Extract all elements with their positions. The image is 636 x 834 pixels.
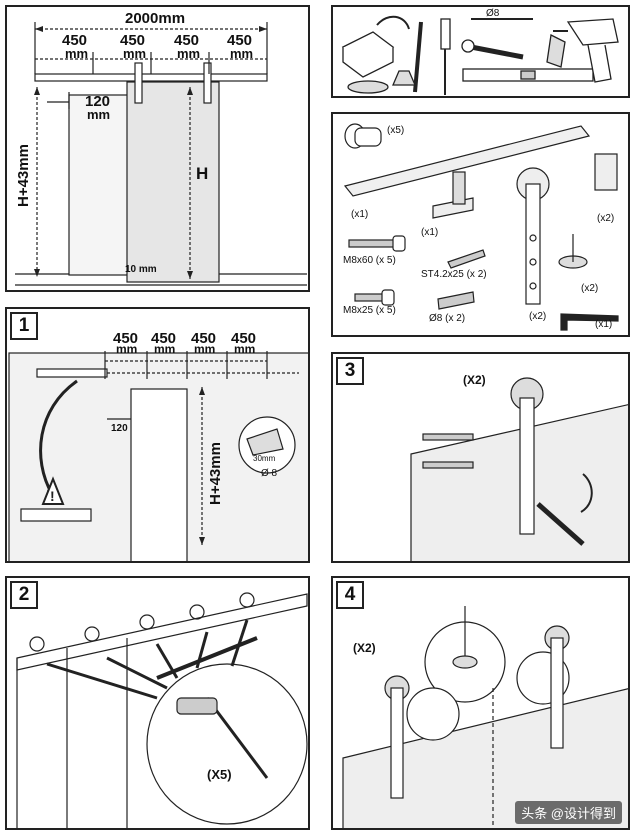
step1-unit-4: mm [234, 342, 256, 356]
parts-drawing [343, 123, 619, 331]
spacing-label-4: 450 [227, 32, 253, 49]
screw-st-label: ST4.2x25 (x 2) [421, 269, 487, 280]
step1-offset: 120 [111, 423, 128, 434]
step1-unit-2: mm [154, 342, 176, 356]
spacing-unit-2: mm [123, 46, 147, 61]
step1-drill: Ø 8 [261, 468, 278, 479]
parts-panel: (x5) (x1) (x1) (x2) M8x60 (x 5) ST4.2x25… [331, 112, 630, 337]
spacing-label-2: 450 [120, 32, 146, 49]
wrench-tool [536, 502, 585, 546]
allen-key-icon [560, 313, 619, 331]
step-3-number: 3 [336, 357, 364, 385]
step1-spacing-2: 450 [151, 330, 177, 347]
pencil-icon [413, 21, 423, 93]
step-3-panel: 3 (X2) [331, 352, 630, 563]
step4-qty: (X2) [353, 641, 376, 655]
spacing-label-3: 450 [174, 32, 200, 49]
step-3-drawing [410, 377, 628, 561]
anchor-icon [437, 291, 475, 310]
step-4-drawing [342, 606, 628, 828]
key-qty: (x1) [595, 319, 613, 330]
cup-icon [392, 70, 416, 86]
total-width-label: 2000mm [125, 10, 186, 27]
offset-unit-label: mm [87, 107, 111, 122]
bolt-lower [422, 461, 474, 469]
step-1-number: 1 [10, 312, 38, 340]
step1-spacing-1: 450 [113, 330, 139, 347]
step1-spacing-3: 450 [191, 330, 217, 347]
spacing-label-1: 450 [62, 32, 88, 49]
drill-icon [566, 18, 619, 46]
bolt-m8x25-label: M8x25 (x 5) [343, 305, 396, 316]
spacing-unit-1: mm [65, 46, 89, 61]
step1-depth: 30mm [253, 454, 276, 463]
spacing-unit-4: mm [230, 46, 254, 61]
step-4-number: 4 [336, 581, 364, 609]
tools-panel: Ø8 [331, 5, 630, 98]
stop-block-icon [594, 153, 618, 191]
step-2-number: 2 [10, 581, 38, 609]
wrench-icon [470, 44, 524, 60]
step-1-panel: 1 [5, 307, 310, 563]
screwdriver-icon [440, 18, 451, 50]
height-label: H [196, 164, 209, 183]
hanger-qty: (x2) [529, 311, 547, 322]
rail-perspective [16, 593, 308, 671]
overview-drawing [15, 22, 307, 286]
bumper-qty: (x5) [387, 125, 405, 136]
watermark: 头条 @设计得到 [515, 801, 622, 824]
anchor-label: Ø8 (x 2) [429, 313, 466, 324]
step3-qty: (X2) [463, 373, 486, 387]
detail-circle [146, 663, 308, 825]
step-2-panel: 2 (X5) [5, 576, 310, 830]
spacing-unit-3: mm [177, 46, 201, 61]
step1-unit-3: mm [194, 342, 216, 356]
screw-icon [447, 249, 486, 269]
hanger-strap [519, 397, 535, 535]
guide-qty: (x1) [421, 227, 439, 238]
step1-unit-1: mm [116, 342, 138, 356]
glove-icon [546, 34, 566, 68]
bolt-m8x25-icon [354, 293, 384, 302]
step-2-drawing [16, 592, 308, 828]
tape-icon [347, 80, 389, 94]
bolt-upper [422, 433, 474, 441]
bolt-m8x60-icon [348, 239, 395, 248]
rail-icon [343, 125, 591, 197]
rail-drawing [36, 368, 108, 378]
overview-panel: 2000mm 450 450 450 450 mm mm mm mm 120 m… [5, 5, 310, 292]
stop-qty: (x2) [597, 213, 615, 224]
step-1-drawing: ! [8, 351, 308, 561]
svg-text:!: ! [50, 488, 55, 504]
step1-height: H+43mm [207, 442, 224, 505]
height-plus-label: H+43mm [15, 144, 32, 207]
drill-size-label: Ø8 [486, 8, 500, 19]
rail-qty: (x1) [351, 209, 369, 220]
tools-drawing [341, 15, 619, 95]
step-4-panel: 4 (X2) 头条 @设计得到 [331, 576, 630, 830]
step1-spacing-4: 450 [231, 330, 257, 347]
gap-label: 10 mm [125, 264, 157, 275]
step2-qty: (X5) [207, 767, 232, 782]
bumper-screw-qty: (x2) [581, 283, 599, 294]
offset-120-label: 120 [85, 93, 111, 110]
bolt-m8x60-label: M8x60 (x 5) [343, 255, 396, 266]
